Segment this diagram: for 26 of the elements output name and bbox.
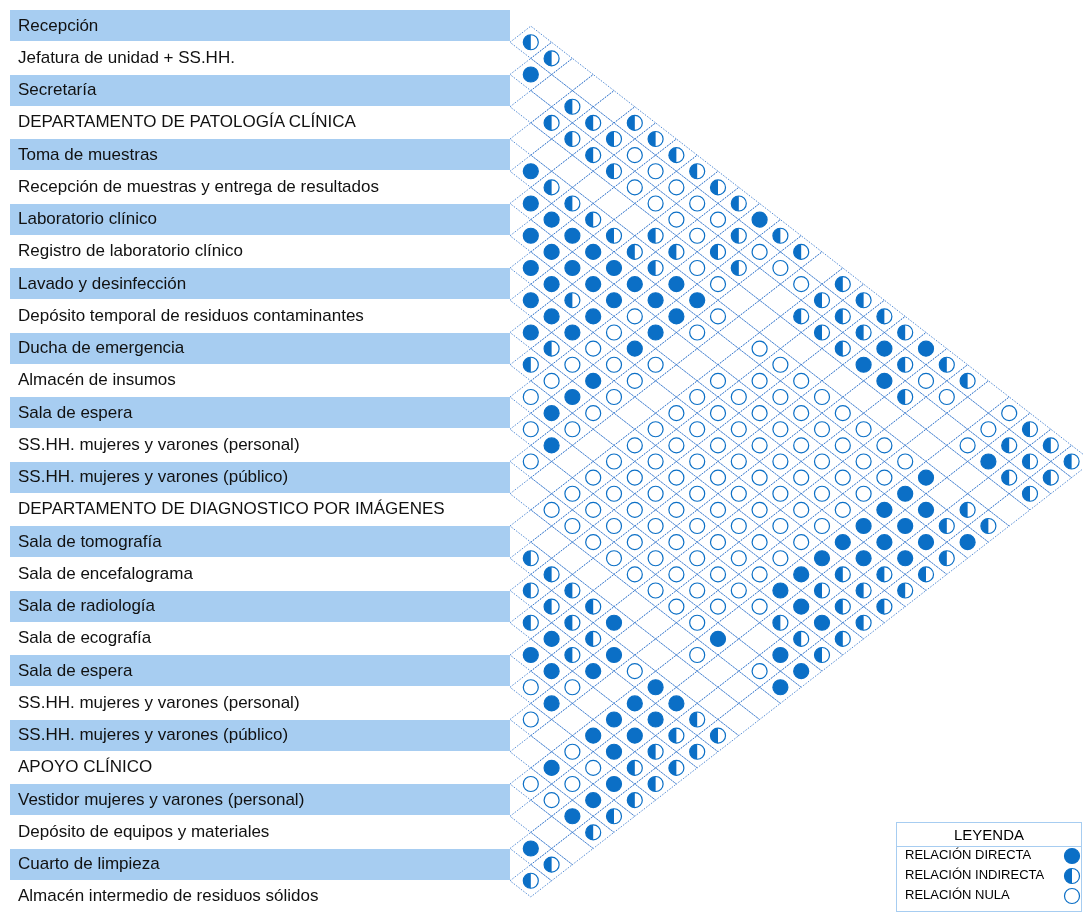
- legend-text: RELACIÓN INDIRECTA: [905, 867, 1045, 882]
- shaded-table-row: Ducha de emergencia: [10, 332, 510, 365]
- legend-text: RELACIÓN NULA: [905, 887, 1010, 902]
- shaded-table-row: Recepción: [10, 10, 510, 43]
- shaded-table-row: Sala de espera: [10, 397, 510, 430]
- table-row: SS.HH. mujeres y varones (personal): [10, 687, 510, 720]
- shaded-table-row: Sala de espera: [10, 655, 510, 688]
- shaded-table-row: Vestidor mujeres y varones (personal): [10, 784, 510, 817]
- table-row: Almacén intermedio de residuos sólidos: [10, 880, 510, 913]
- table-row: Depósito temporal de residuos contaminantes: [10, 300, 510, 333]
- legend-title: LEYENDA: [897, 823, 1081, 847]
- legend-text: RELACIÓN DIRECTA: [905, 847, 1032, 862]
- shaded-table-row: Secretaría: [10, 74, 510, 107]
- shaded-table-row: Sala de radiología: [10, 590, 510, 623]
- table-row: Sala de encefalograma: [10, 558, 510, 591]
- table-row: Depósito de equipos y materiales: [10, 816, 510, 849]
- shaded-table-row: SS.HH. mujeres y varones (público): [10, 461, 510, 494]
- table-row: Recepción de muestras y entrega de resultados: [10, 171, 510, 204]
- shaded-table-row: Cuarto de limpieza: [10, 848, 510, 881]
- shaded-table-row: SS.HH. mujeres y varones (público): [10, 719, 510, 752]
- shaded-table-row: Sala de tomografía: [10, 526, 510, 559]
- shaded-table-row: Laboratorio clínico: [10, 203, 510, 236]
- table-row: SS.HH. mujeres y varones (personal): [10, 429, 510, 462]
- shaded-table-row: Toma de muestras: [10, 139, 510, 172]
- table-row: Jefatura de unidad + SS.HH.: [10, 42, 510, 75]
- shaded-table-row: Lavado y desinfección: [10, 268, 510, 301]
